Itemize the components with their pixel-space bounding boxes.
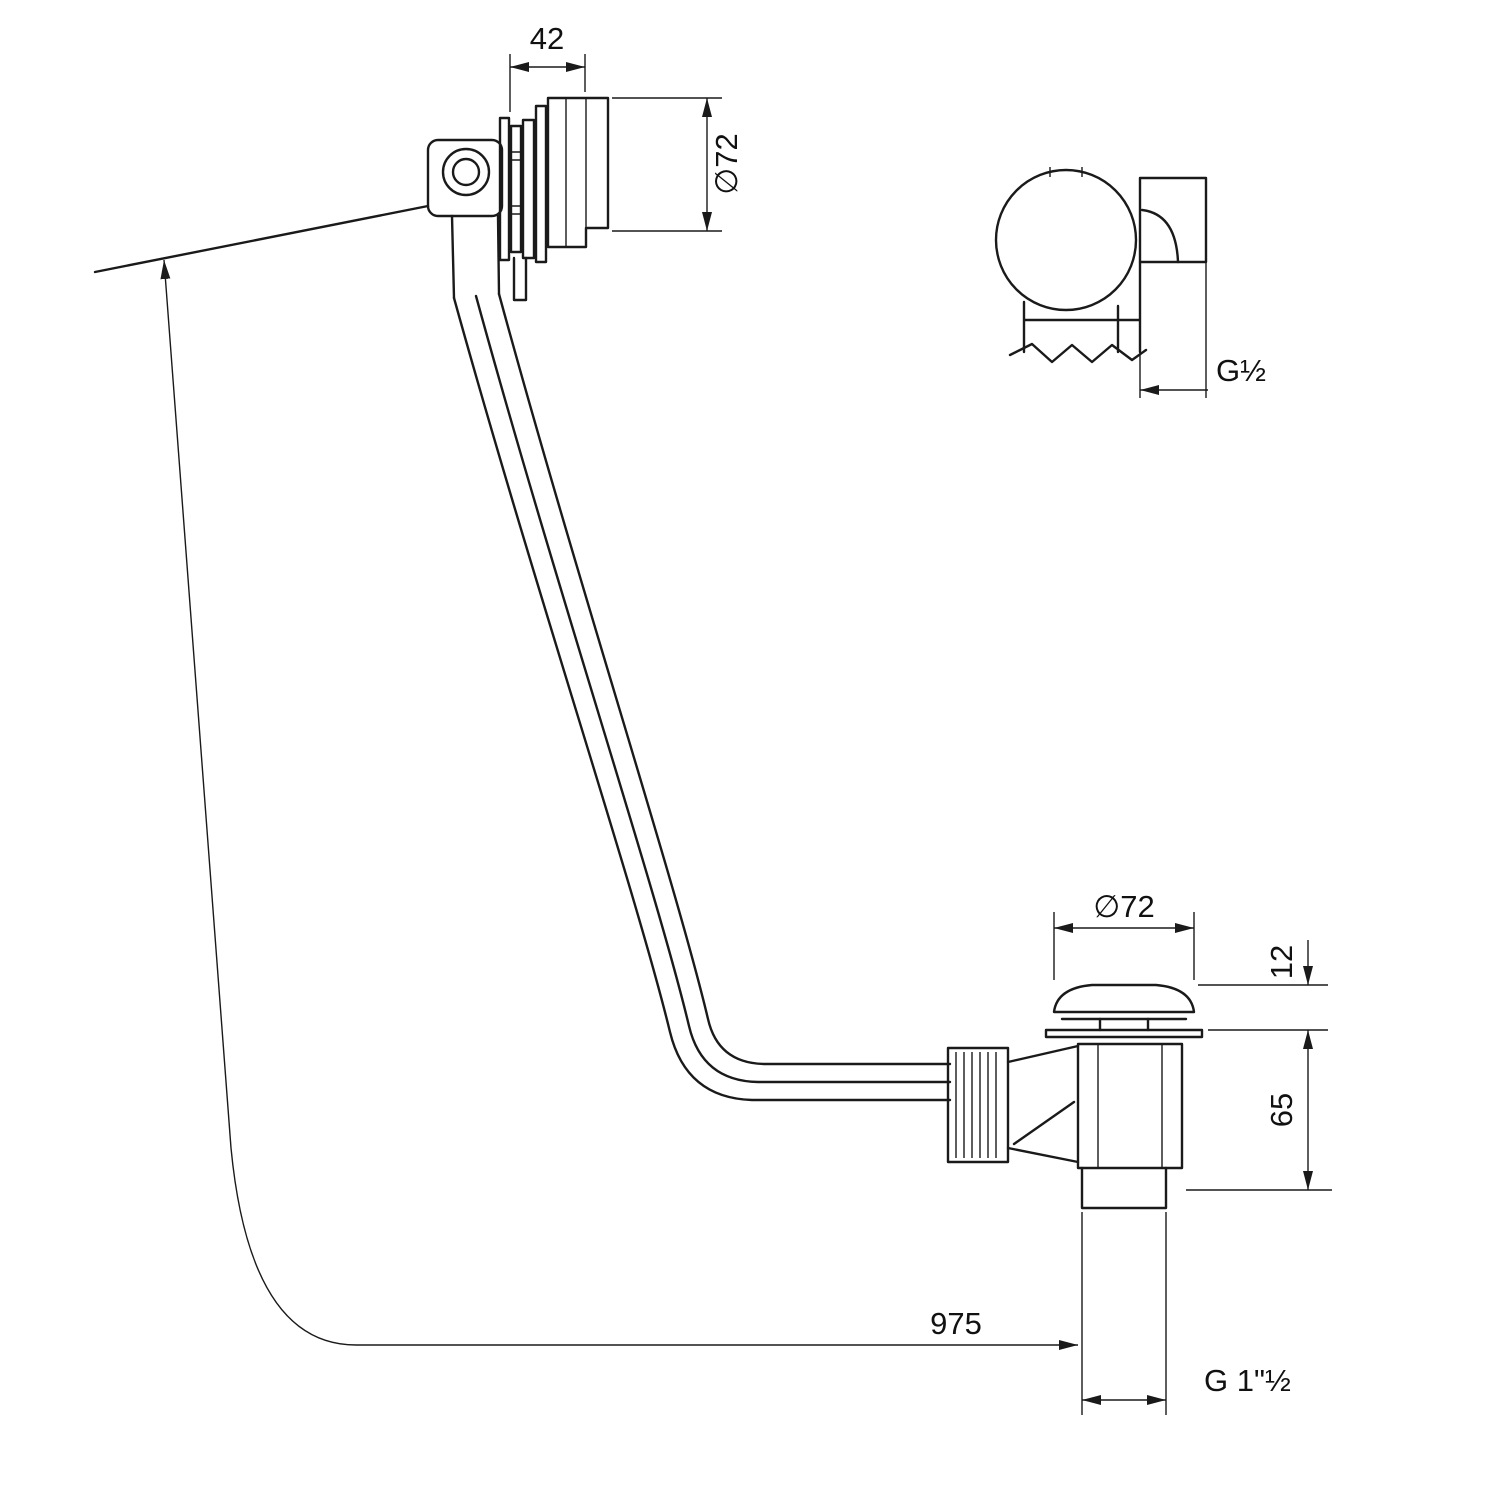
cable-wheel-outer [441, 147, 491, 197]
cable-wheel-inner [451, 157, 481, 187]
dim-label-65: 65 [1264, 1093, 1299, 1127]
tailpipe [1080, 1166, 1168, 1210]
knob-slot-ticks [1049, 167, 1083, 177]
dim-label-overflow-diameter: ∅72 [709, 133, 744, 195]
overflow-top-view [994, 167, 1208, 364]
extension-line [1198, 984, 1328, 1031]
bath-contour [93, 204, 430, 274]
bath-rim-line [93, 204, 430, 274]
dim-g-1-half: G 1"½ [1081, 1212, 1291, 1415]
dim-label-975: 975 [930, 1306, 982, 1341]
extension-line [1139, 262, 1207, 398]
overflow-downpipe [450, 214, 528, 302]
waste-body-inner-lines [1097, 1044, 1163, 1168]
overflow-body-circle [994, 168, 1138, 312]
extension-line [612, 97, 722, 232]
overflow-housing [426, 138, 504, 218]
waste-body [1076, 1042, 1184, 1170]
plug-cap [1052, 983, 1196, 1014]
extension-line [1081, 1212, 1167, 1415]
hose-line-middle [474, 294, 952, 1084]
dim-g-half: G½ [1139, 262, 1266, 398]
outlet-port [1138, 176, 1208, 264]
dim-42: 42 [509, 21, 586, 112]
outlet-port-arc [1140, 208, 1180, 264]
dim-975: 975 [160, 259, 1078, 1350]
overflow-faceplates [498, 104, 548, 264]
dim-12: 12 [1198, 940, 1328, 1031]
locknut-ribs [955, 1052, 997, 1158]
dim-label-42: 42 [530, 21, 564, 56]
dimension-line [160, 259, 1078, 1350]
overflow-side-view [426, 96, 610, 302]
overflow-cap-seam [565, 98, 587, 247]
dim-label-12: 12 [1264, 945, 1299, 979]
hose-bundle [452, 292, 952, 1102]
overflow-cap [546, 96, 610, 249]
dim-drain-diameter: ∅72 [1053, 889, 1195, 980]
hose-line-outer [452, 296, 952, 1102]
dim-label-outlet-thread: G 1"½ [1204, 1363, 1291, 1398]
faceplate-clip-marks [509, 151, 523, 215]
dim-overflow-diameter: ∅72 [612, 97, 744, 232]
waste-flange [1044, 1028, 1204, 1039]
cable-funnel [1006, 1044, 1080, 1164]
break-line [1008, 342, 1148, 364]
cable-locknut [946, 1046, 1010, 1164]
dim-65: 65 [1186, 1030, 1332, 1191]
drain-assembly [946, 983, 1204, 1210]
plug-stem [1098, 1017, 1150, 1032]
dim-label-drain-diameter: ∅72 [1093, 889, 1155, 924]
dim-label-g-half: G½ [1216, 353, 1266, 388]
